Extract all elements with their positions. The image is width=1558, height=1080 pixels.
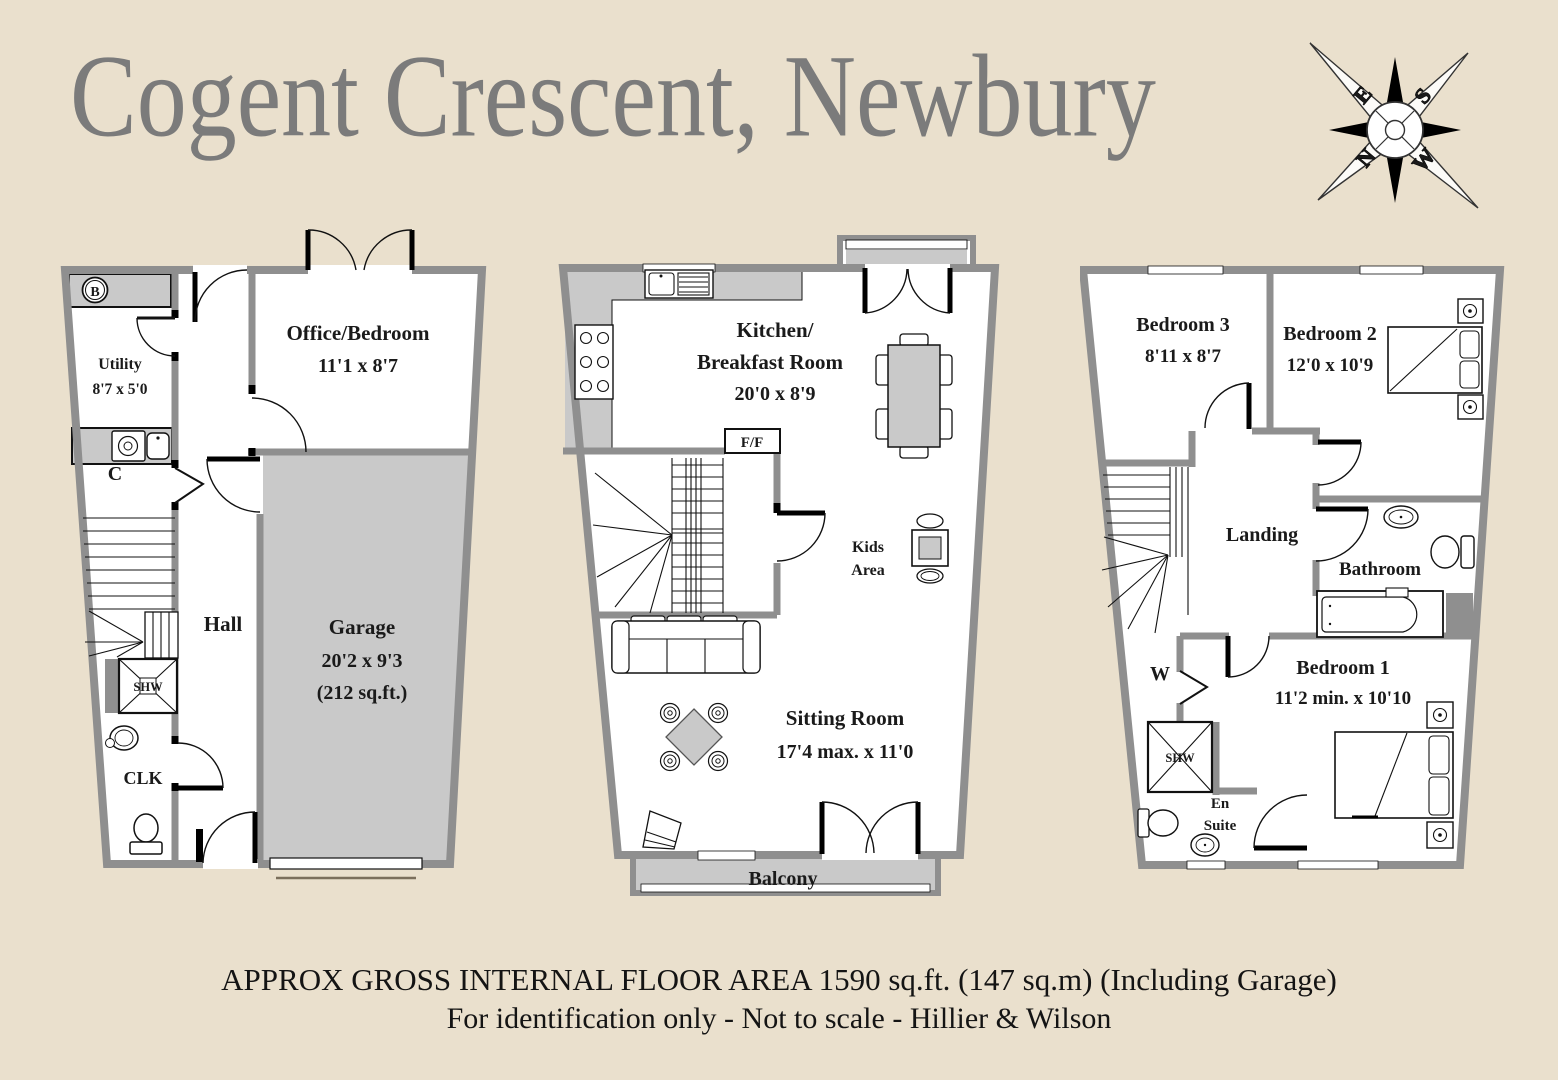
coffee-table: [659, 702, 729, 772]
first-floor-plan: Kitchen/ Breakfast Room 20'0 x 8'9 F/F K…: [558, 235, 1000, 896]
bedroom1-label: Bedroom 1: [1296, 657, 1390, 679]
recess-window: [845, 239, 968, 250]
page-title: Cogent Crescent, Newbury: [70, 30, 1156, 162]
window: [1359, 265, 1424, 275]
bedroom2-label: Bedroom 2: [1283, 323, 1377, 345]
second-floor-plan: Bedroom 3 8'11 x 8'7 Bedroom 2 12'0 x 10…: [1080, 265, 1505, 870]
compass-rose: E S N W: [1309, 42, 1479, 209]
sitting-room-dims: 17'4 max. x 11'0: [777, 741, 914, 763]
stairs: [83, 517, 179, 659]
cupboard-label: C: [108, 463, 122, 485]
ground-door-jambs: [171, 310, 256, 862]
sofa: [611, 615, 761, 674]
garage-floor: [263, 455, 471, 861]
office-door-opening: [308, 265, 412, 275]
wardrobe-label: W: [1150, 663, 1170, 685]
dining-table: [875, 333, 953, 459]
landing-label: Landing: [1226, 524, 1298, 546]
boiler-indicator: B: [81, 276, 109, 304]
bath: [1316, 587, 1444, 638]
second-interior-walls: [1099, 270, 1486, 795]
sitting-room-label: Sitting Room: [786, 706, 905, 730]
garage-label: Garage: [329, 615, 395, 639]
kitchen-dims: 20'0 x 8'9: [734, 383, 815, 405]
hob: [574, 324, 614, 400]
cloakroom-label: CLK: [123, 768, 162, 788]
ensuite-shower: [1146, 720, 1214, 794]
compass-hub: [1384, 119, 1406, 141]
stairs: [592, 458, 724, 614]
kids-area-label-2: Area: [851, 562, 884, 579]
ground-doors: [136, 229, 415, 864]
disclaimer-note: For identification only - Not to scale -…: [446, 1002, 1112, 1035]
balcony-label: Balcony: [749, 868, 818, 890]
bedroom1-dims: 11'2 min. x 10'10: [1275, 688, 1411, 709]
garage-area: (212 sq.ft.): [317, 682, 408, 704]
ground-floor-plan: B Utility 8'7 x 5'0 Office/Bedroom 11'1 …: [60, 229, 487, 880]
bedside-cabinet: [1457, 298, 1484, 420]
shower-label: SHW: [133, 680, 163, 694]
basin: [105, 725, 139, 751]
bedroom3-label: Bedroom 3: [1136, 314, 1230, 336]
bedside-cabinet: [1426, 701, 1454, 849]
window: [1186, 860, 1226, 870]
cupboard-bifold-door: [174, 467, 205, 504]
french-door-opening: [865, 264, 950, 273]
wardrobe-bifold-door: [1179, 670, 1209, 705]
utility-label: Utility: [98, 356, 142, 373]
shower: [117, 657, 179, 715]
boiler-label: B: [90, 285, 99, 300]
kitchen-sink: [644, 269, 714, 299]
kids-area-label-1: Kids: [852, 539, 884, 556]
second-floor-interior: [1083, 270, 1500, 865]
garage-dims: 20'2 x 9'3: [321, 650, 402, 672]
wall-block: [1446, 593, 1473, 635]
bathroom-toilet: [1430, 535, 1475, 569]
hall-label: Hall: [204, 612, 243, 636]
balcony-edge: [640, 883, 931, 893]
toilet: [129, 813, 163, 855]
front-door-opening: [193, 265, 247, 275]
kitchen-label-1: Kitchen/: [737, 318, 815, 342]
ensuite-sink: [1190, 833, 1220, 857]
first-outer-walls: [558, 264, 1000, 859]
second-doors: [1179, 382, 1369, 851]
washing-machine: [111, 430, 146, 462]
window: [1297, 860, 1379, 870]
rear-door-opening: [203, 859, 258, 869]
ensuite-label-2: Suite: [1204, 818, 1237, 834]
ensuite-toilet: [1137, 808, 1179, 838]
bedroom3-dims: 8'11 x 8'7: [1145, 346, 1222, 367]
bathroom-sink: [1383, 505, 1419, 529]
bed-2: [1387, 326, 1483, 394]
fridge-freezer: [724, 428, 781, 454]
wall-block: [105, 659, 119, 713]
utility-dims: 8'7 x 5'0: [92, 381, 147, 398]
bed-1: [1334, 731, 1454, 819]
first-labels: Kitchen/ Breakfast Room 20'0 x 8'9 F/F K…: [697, 318, 913, 890]
ensuite-shower-label: SHW: [1165, 751, 1195, 765]
bathroom-label: Bathroom: [1339, 559, 1421, 580]
tv-unit: [642, 810, 682, 850]
recess-step: [846, 250, 967, 266]
office-dims: 11'1 x 8'7: [318, 355, 398, 377]
first-doors: [773, 268, 953, 854]
ground-labels: Utility 8'7 x 5'0 Office/Bedroom 11'1 x …: [92, 321, 430, 788]
second-labels: Bedroom 3 8'11 x 8'7 Bedroom 2 12'0 x 10…: [1136, 314, 1421, 834]
ensuite-label-1: En: [1211, 796, 1230, 812]
kitchen-label-2: Breakfast Room: [697, 350, 844, 374]
floor-area-note: APPROX GROSS INTERNAL FLOOR AREA 1590 sq…: [221, 962, 1337, 997]
utility-counter: [68, 273, 172, 308]
first-interior-walls: [563, 447, 781, 619]
balcony-door-opening: [822, 850, 918, 860]
office-label: Office/Bedroom: [286, 321, 430, 345]
fridge-freezer-label: F/F: [741, 435, 764, 451]
garage-door: [269, 857, 423, 870]
window: [697, 850, 756, 861]
bedroom2-dims: 12'0 x 10'9: [1287, 355, 1374, 376]
utility-sink: [146, 432, 170, 460]
kids-table: [911, 513, 949, 584]
window: [1147, 265, 1224, 275]
stairs: [1101, 467, 1189, 634]
